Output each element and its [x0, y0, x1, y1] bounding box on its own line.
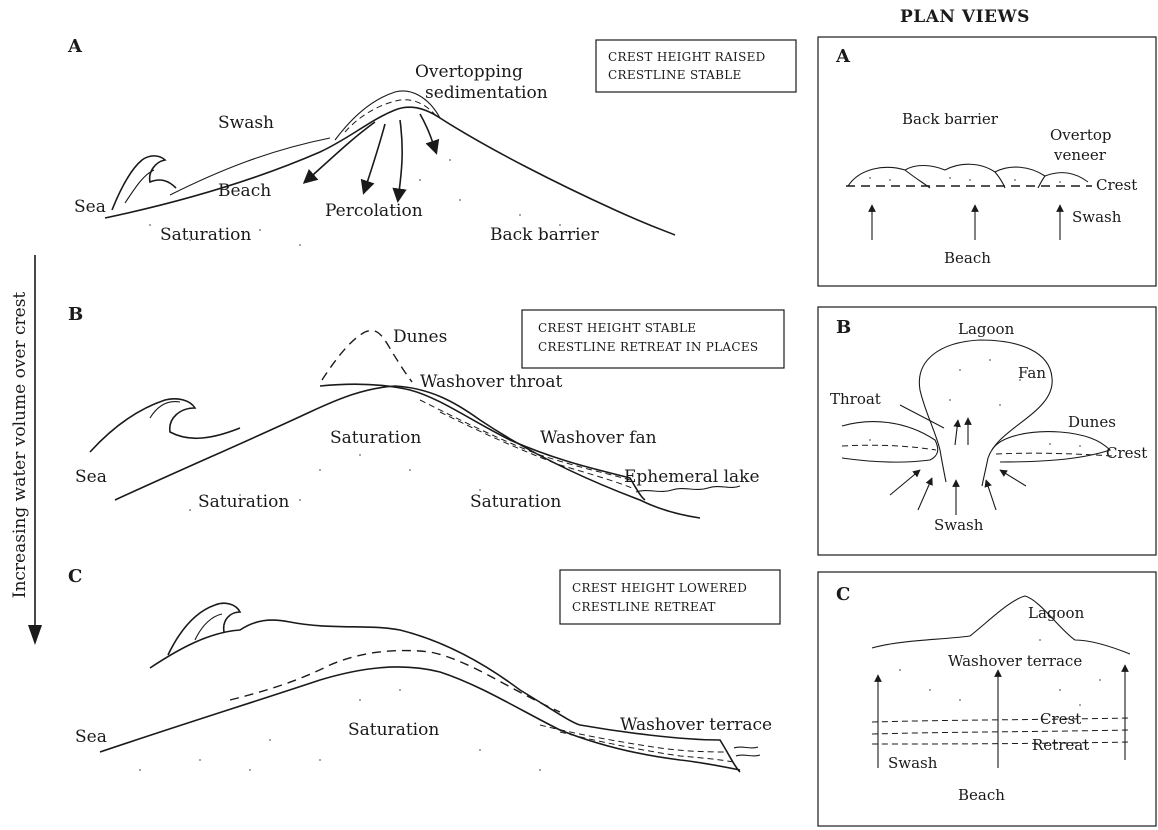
plan-view-b-stipple	[869, 359, 1081, 447]
profile-a-percolation-arrow-2	[364, 124, 385, 192]
plan-view-b-swash-arrow-2	[918, 478, 932, 510]
plan-view-a-letter: A	[835, 46, 851, 67]
plan-view-a-overtop-label-1: Overtop	[1050, 126, 1111, 144]
plan-view-a-overtop-label-2: veneer	[1053, 146, 1107, 164]
profile-a-overtopping-label-2: sedimentation	[425, 83, 548, 103]
profile-c-water-line-2	[736, 755, 760, 756]
profile-b-box-line2: CRESTLINE RETREAT IN PLACES	[538, 340, 758, 354]
plan-view-b-throat-left	[940, 450, 946, 482]
profile-a-status-box	[596, 40, 796, 92]
plan-view-a-stipple	[869, 177, 1061, 183]
plan-view-a-swash-label: Swash	[1072, 208, 1122, 226]
plan-view-c: C Lagoon Washover terrace Crest Retreat …	[818, 572, 1156, 826]
profile-b-dunes-label: Dunes	[393, 327, 447, 347]
plan-view-a-back-barrier-label: Back barrier	[902, 110, 999, 128]
profile-a-percolation-label: Percolation	[325, 201, 423, 221]
plan-view-b-lagoon-label: Lagoon	[958, 320, 1015, 338]
profile-a-box-line2: CRESTLINE STABLE	[608, 68, 742, 82]
plan-view-c-swash-label: Swash	[888, 754, 938, 772]
plan-view-a-veneer-lobes	[848, 164, 1088, 186]
profile-c-letter: C	[68, 566, 82, 587]
plan-view-c-crest-label: Crest	[1040, 710, 1081, 728]
profile-c-status-box	[560, 570, 780, 624]
profile-a-box-line1: CREST HEIGHT RAISED	[608, 50, 766, 64]
profile-c-box-line1: CREST HEIGHT LOWERED	[572, 581, 747, 595]
profile-a-percolation-arrow-3	[398, 120, 402, 200]
plan-view-c-letter: C	[836, 584, 850, 605]
profile-c-stipple	[139, 689, 541, 771]
profile-c-water-line-1	[734, 747, 758, 748]
plan-view-c-beach-label: Beach	[958, 786, 1005, 804]
profile-a-sea-label: Sea	[74, 197, 106, 217]
profile-a-letter: A	[67, 36, 83, 57]
plan-view-b-crest-left	[842, 445, 936, 450]
profile-b-status-box	[522, 310, 784, 368]
profile-a-lens-internal	[345, 100, 436, 132]
profile-c-sea-label: Sea	[75, 727, 107, 747]
profile-b-ephemeral-lake-label: Ephemeral lake	[624, 467, 760, 487]
plan-view-b-throat-pointer	[900, 405, 944, 428]
profile-a-back-barrier-label: Back barrier	[490, 225, 600, 245]
plan-view-a-crest-label: Crest	[1096, 176, 1137, 194]
plan-view-b-dunes-label: Dunes	[1068, 413, 1116, 431]
plan-view-b-swash-arrow-5	[1000, 470, 1026, 486]
plan-view-b-throat-label: Throat	[830, 390, 881, 408]
profile-c-terrace-internal-2	[560, 732, 734, 762]
profile-b-washover-throat-label: Washover throat	[420, 372, 563, 392]
profile-b-letter: B	[68, 304, 83, 325]
plan-view-b: B Lagoon Fan Throat Dunes	[818, 307, 1156, 555]
profile-b-saturation-right-label: Saturation	[470, 492, 561, 512]
profile-a-percolation-arrow-1	[305, 122, 375, 182]
profile-c-washover-terrace-label: Washover terrace	[620, 715, 772, 735]
plan-view-b-dunes-left	[842, 422, 938, 463]
profile-a-saturation-label: Saturation	[160, 225, 251, 245]
profile-c-box-line2: CRESTLINE RETREAT	[572, 600, 716, 614]
plan-view-b-frame	[818, 307, 1156, 555]
profile-c-overwash-surface	[150, 620, 740, 772]
profile-a-percolation-arrow-4	[420, 114, 436, 152]
plan-view-c-washover-terrace-label: Washover terrace	[948, 652, 1082, 670]
plan-view-b-swash-arrow-4	[986, 480, 996, 510]
profile-b-box-line1: CREST HEIGHT STABLE	[538, 321, 696, 335]
plan-view-b-crest-label: Crest	[1106, 444, 1147, 462]
profile-b-saturation-top-label: Saturation	[330, 428, 421, 448]
profile-a-wave	[112, 156, 176, 210]
profile-a-overtopping-label-1: Overtopping	[415, 62, 523, 82]
profile-c-wave	[168, 603, 240, 655]
profile-a-swash-label: Swash	[218, 113, 274, 133]
plan-view-b-throat-arrow-1	[955, 420, 958, 445]
profile-c: C CREST HEIGHT LOWERED CRESTLINE RETREAT…	[68, 566, 780, 772]
profile-b: B CREST HEIGHT STABLE CRESTLINE RETREAT …	[68, 304, 784, 518]
water-volume-arrowhead	[28, 625, 42, 645]
plan-view-b-fan-label: Fan	[1018, 364, 1046, 382]
profile-b-washover-fan-label: Washover fan	[540, 428, 657, 448]
profile-b-wave	[90, 399, 240, 452]
profile-b-sea-label: Sea	[75, 467, 107, 487]
plan-view-a: A Back barrier Overtop veneer Crest Swas…	[818, 37, 1156, 286]
plan-view-c-stipple	[899, 639, 1101, 706]
profile-c-original-profile	[230, 651, 560, 712]
plan-view-a-beach-label: Beach	[944, 249, 991, 267]
water-volume-axis-label: Increasing water volume over crest	[10, 292, 30, 599]
plan-view-b-fan-outline	[919, 340, 1052, 458]
plan-view-c-crest-line	[872, 718, 1130, 722]
plan-view-c-lagoon-label: Lagoon	[1028, 604, 1085, 622]
plan-view-c-crest-line-2	[872, 730, 1130, 734]
plan-views-title: PLAN VIEWS	[900, 7, 1030, 27]
plan-view-b-dunes-right	[992, 432, 1110, 462]
plan-view-b-swash-arrow-1	[890, 470, 920, 495]
profile-c-saturation-label: Saturation	[348, 720, 439, 740]
profile-b-saturation-left-label: Saturation	[198, 492, 289, 512]
plan-view-b-letter: B	[836, 317, 851, 338]
plan-view-c-lagoon-edge	[872, 596, 1130, 654]
profile-a-beach-label: Beach	[218, 181, 271, 201]
profile-a: A CREST HEIGHT RAISED CRESTLINE STABLE O…	[67, 36, 796, 246]
plan-view-c-retreat-line	[872, 742, 1130, 744]
plan-view-c-retreat-label: Retreat	[1032, 736, 1089, 754]
plan-view-b-swash-label: Swash	[934, 516, 984, 534]
water-volume-axis: Increasing water volume over crest	[10, 255, 42, 645]
